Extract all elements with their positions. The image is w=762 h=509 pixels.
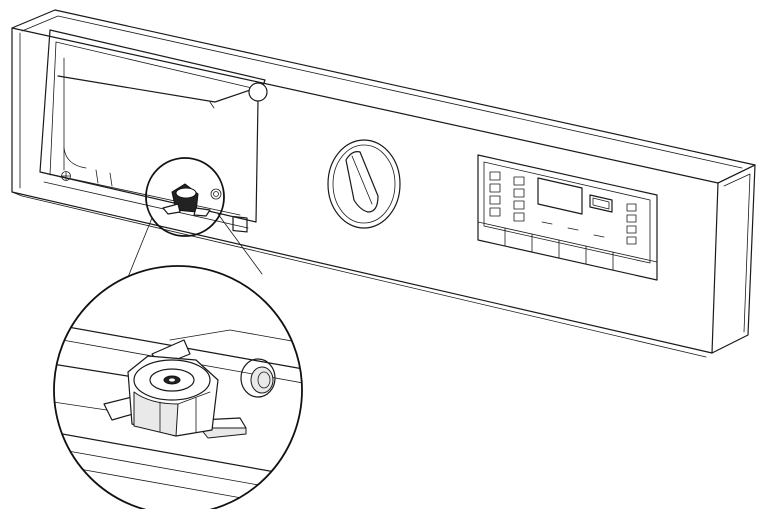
detail-magnifier [53,265,303,509]
screw-boss-icon [210,188,222,200]
display-screen-icon [537,177,583,215]
display-module [477,154,658,281]
screw-icon [61,171,71,181]
hinge-pin-icon [248,82,268,102]
panel-body [11,9,756,358]
callout-leader [125,213,263,283]
detail-marker-small [145,157,225,237]
detent-clip-icon [162,183,211,217]
detent-clip-icon [103,339,247,439]
square-socket-icon [232,215,248,233]
rotary-knob-icon [345,151,379,213]
rotary-knob [327,139,401,229]
drawer-opening [39,29,268,233]
indicator-button-icon [489,171,525,222]
screw-boss-icon [240,358,276,398]
